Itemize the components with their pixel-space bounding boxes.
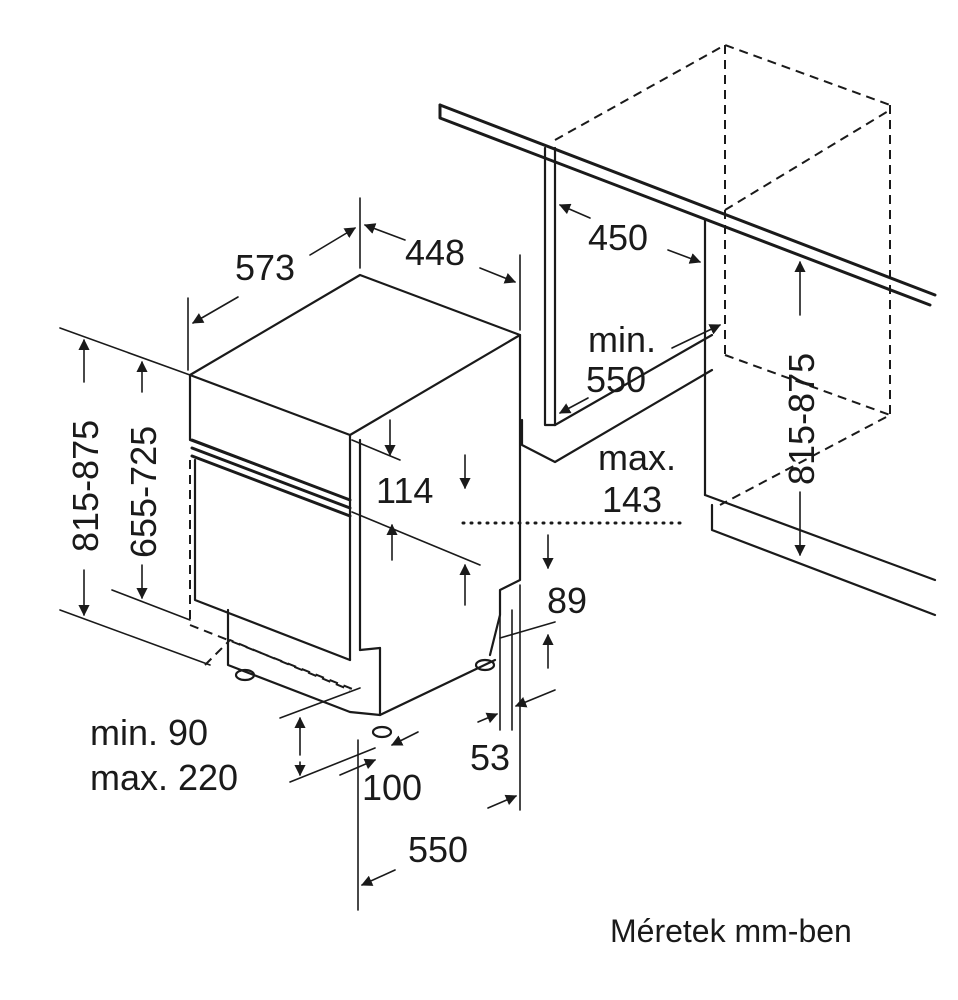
- label-max-143: 143: [602, 479, 662, 520]
- label-niche-depth-min: min.: [588, 319, 656, 360]
- label-depth-550: 550: [408, 829, 468, 870]
- label-recess-53: 53: [470, 737, 510, 778]
- label-height-655-725: 655-725: [123, 426, 164, 558]
- dishwasher-body: [188, 273, 682, 739]
- dimension-lines: [59, 197, 806, 911]
- dimension-labels: 573 448 450 min. 550 max. 143 114 89 53 …: [65, 217, 822, 870]
- label-plinth-89: 89: [547, 580, 587, 621]
- label-niche-height-815-875: 815-875: [781, 353, 822, 485]
- label-plinth-min: min. 90: [90, 712, 208, 753]
- label-plinth-max: max. 220: [90, 757, 238, 798]
- label-max: max.: [598, 437, 676, 478]
- label-width-448: 448: [405, 232, 465, 273]
- label-niche-depth-550: 550: [586, 359, 646, 400]
- caption-units: Méretek mm-ben: [610, 913, 852, 949]
- label-height-815-875: 815-875: [65, 420, 106, 552]
- label-foot-100: 100: [362, 767, 422, 808]
- label-panel-114: 114: [376, 470, 433, 511]
- label-depth-573: 573: [235, 247, 295, 288]
- label-niche-width-450: 450: [588, 217, 648, 258]
- niche-outline: [438, 43, 937, 617]
